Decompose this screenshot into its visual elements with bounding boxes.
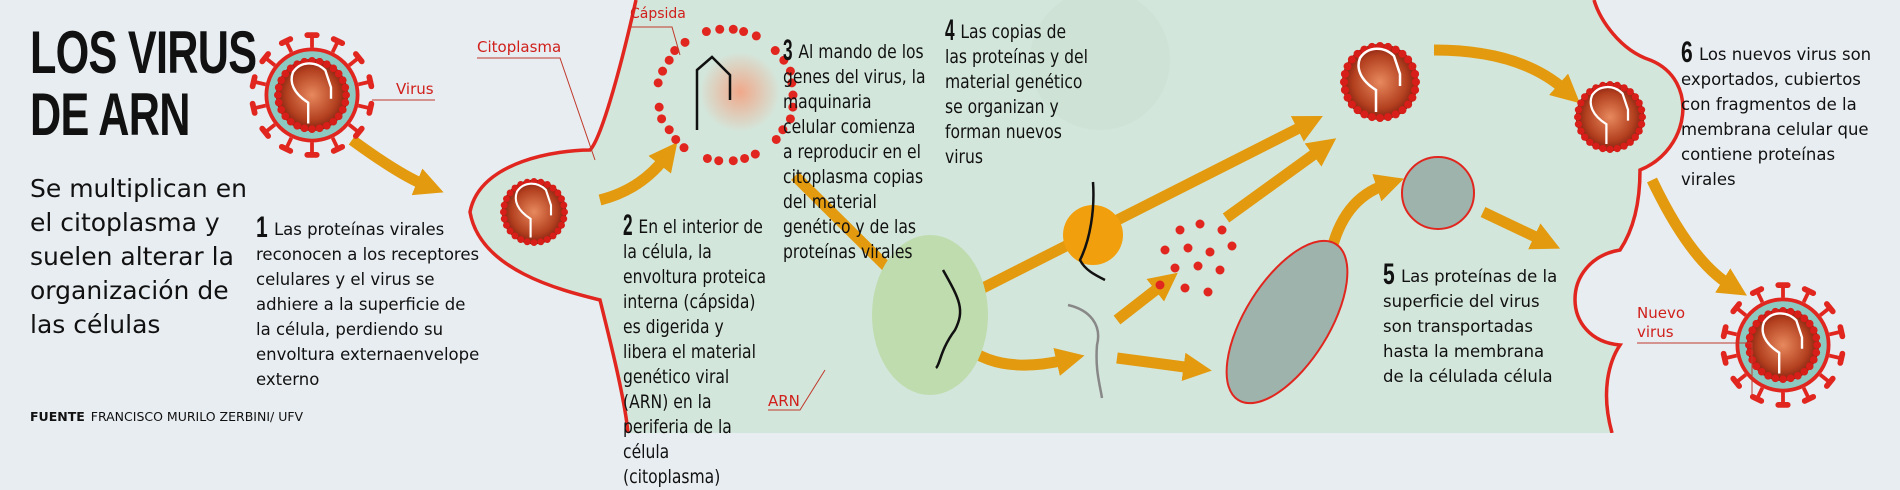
subtitle: Se multiplican en el citoplasma y suelen… (30, 174, 247, 339)
step-2: 2 En el interior de la célula, la envolt… (623, 209, 767, 490)
source-label: FUENTE (30, 409, 85, 424)
page-title: LOS VIRUS DE ARN (30, 19, 257, 148)
step-text: Las copias de las proteínas y del materi… (945, 21, 1088, 168)
source-text: FRANCISCO MURILO ZERBINI/ UFV (90, 409, 304, 424)
new-virus-icon (1718, 280, 1848, 410)
step-1: 1 Las proteínas virales reconocen a los … (256, 211, 481, 392)
label-arn: ARN (768, 392, 800, 410)
step-number: 4 (945, 14, 955, 47)
infographic-illustration (247, 0, 1848, 433)
protein-copies (1155, 219, 1237, 297)
source-credit: FUENTE FRANCISCO MURILO ZERBINI/ UFV (30, 409, 303, 424)
step-4: 4 Las copias de las proteínas y del mate… (945, 14, 1089, 170)
step-text: Al mando de los genes del virus, la maqu… (783, 41, 926, 263)
step-3: 3 Al mando de los genes del virus, la ma… (783, 34, 927, 265)
virus-icon (247, 30, 377, 160)
label-citoplasma: Citoplasma (477, 38, 562, 56)
step-text: Los nuevos virus son exportados, cubiert… (1681, 45, 1872, 189)
step-6: 6 Los nuevos virus son exportados, cubie… (1681, 36, 1886, 192)
step-number: 1 (256, 211, 268, 244)
arn-blob (872, 235, 988, 395)
step-5: 5 Las proteínas de la superficie del vir… (1383, 258, 1558, 389)
capsid-fragments (653, 24, 798, 166)
step-number: 6 (1681, 36, 1693, 69)
arn-strand (935, 269, 962, 369)
arn-copy-grey (1067, 303, 1104, 399)
capsid-core (700, 52, 780, 132)
step-text: Las proteínas de la superficie del virus… (1383, 267, 1558, 386)
label-capsida: Cápsida (630, 6, 686, 22)
capsid-rna (695, 55, 732, 130)
label-nuevo-virus: Nuevo virus (1637, 304, 1686, 341)
cell-membrane (468, 0, 1685, 433)
arn-copy (1078, 181, 1106, 282)
protein-blob (1063, 205, 1123, 265)
step-number: 2 (623, 209, 633, 242)
label-virus: Virus (396, 80, 434, 98)
step-number: 3 (783, 34, 793, 67)
vesicle-small (1401, 156, 1475, 230)
step-number: 5 (1383, 258, 1395, 291)
vesicle-large (1225, 239, 1349, 405)
step-text: En el interior de la célula, la envoltur… (623, 216, 767, 488)
step-text: Las proteínas virales reconocen a los re… (256, 220, 480, 389)
